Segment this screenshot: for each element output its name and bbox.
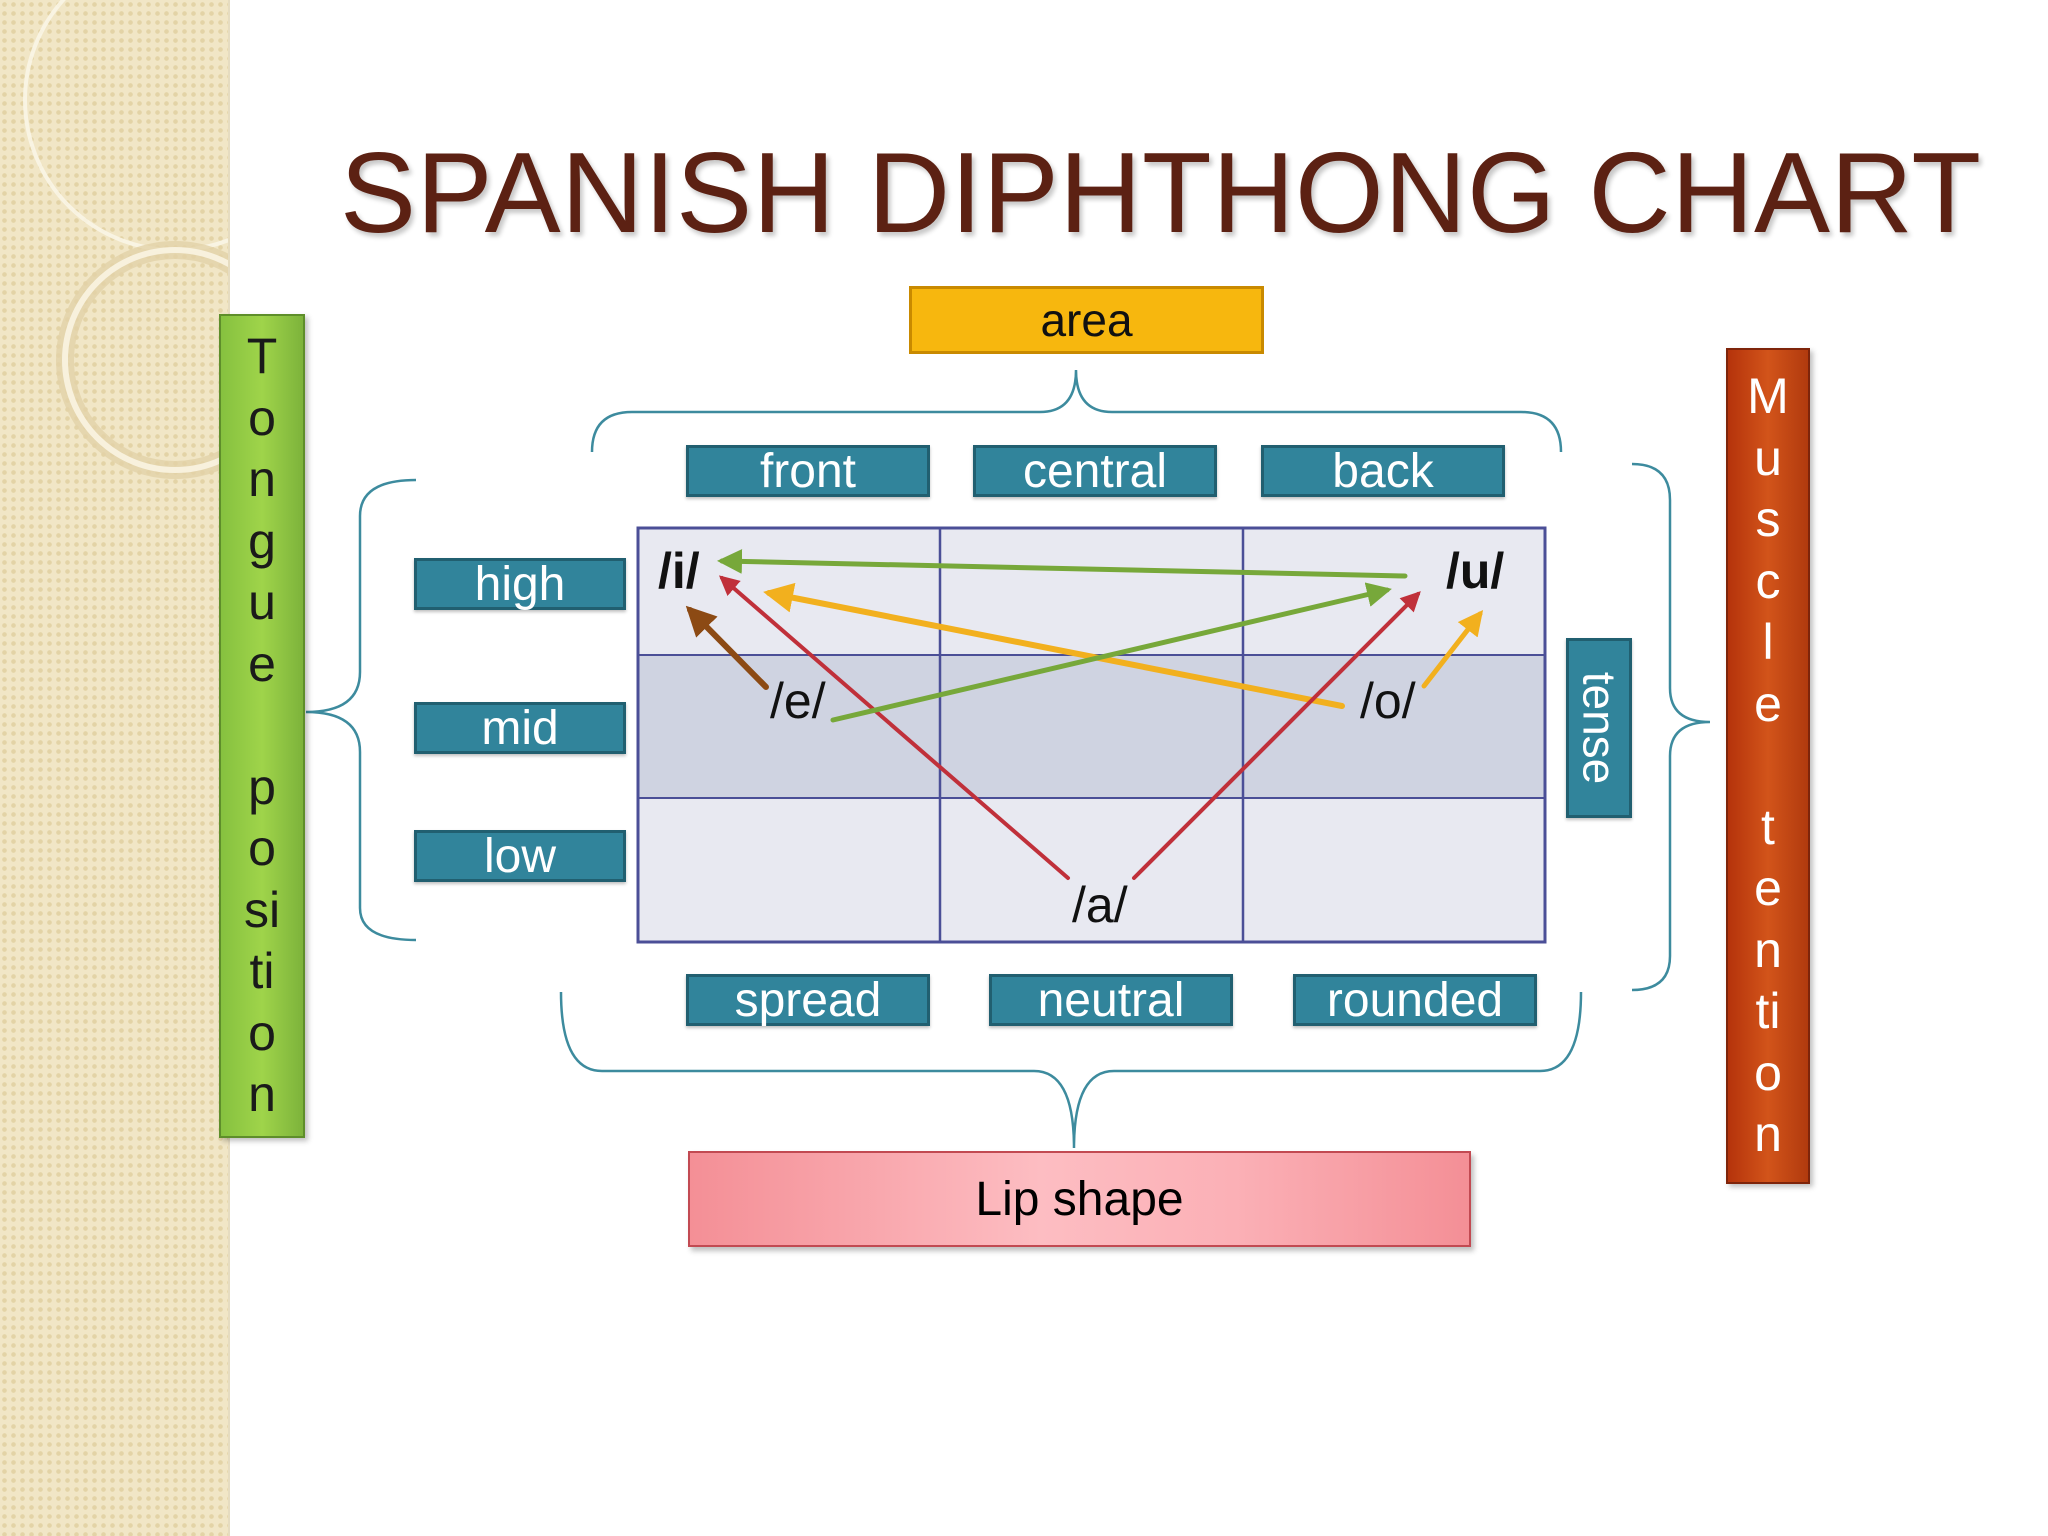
vertical-label-char: g bbox=[248, 512, 276, 569]
vertical-label-char: e bbox=[248, 635, 276, 692]
decorative-rings bbox=[23, 0, 228, 479]
diphthong-arrows bbox=[685, 548, 1484, 880]
arrow-e-to-u bbox=[830, 582, 1392, 723]
brackets bbox=[305, 369, 1711, 1149]
vertical-label-char: s bbox=[1755, 491, 1781, 548]
tense-label: tense bbox=[1566, 638, 1632, 818]
tense-text: tense bbox=[1573, 671, 1625, 785]
muscle-bracket bbox=[1631, 462, 1711, 992]
vowel-o: /o/ bbox=[1360, 673, 1416, 729]
grid-row-mid bbox=[638, 655, 1545, 798]
lip-neutral: neutral bbox=[989, 974, 1233, 1027]
arrow-o-to-u bbox=[1421, 610, 1484, 689]
tongue-bracket bbox=[305, 478, 417, 942]
arrow-o-to-i bbox=[763, 582, 1345, 709]
lip-spread: spread bbox=[686, 974, 930, 1027]
vertical-label-char: o bbox=[248, 1004, 276, 1061]
decorative-side-strip bbox=[0, 0, 230, 1536]
vertical-label-char bbox=[1747, 735, 1789, 797]
vertical-label-char: n bbox=[248, 451, 276, 508]
arrow-u-to-i bbox=[717, 548, 1408, 579]
page-title: SPANISH DIPHTHONG CHART bbox=[340, 130, 1982, 257]
row-low: low bbox=[414, 830, 626, 883]
column-front: front bbox=[686, 445, 930, 498]
vertical-label-char: p bbox=[248, 758, 276, 815]
vowel-a: /a/ bbox=[1072, 877, 1128, 933]
vowel-e: /e/ bbox=[770, 673, 826, 729]
vertical-label-char: M bbox=[1747, 368, 1789, 425]
column-back: back bbox=[1261, 445, 1505, 498]
grid-border bbox=[636, 526, 1547, 944]
row-high: high bbox=[414, 558, 626, 611]
arrow-a-to-i bbox=[718, 575, 1070, 880]
row-mid: mid bbox=[414, 702, 626, 755]
vertical-label-char: l bbox=[1762, 614, 1774, 671]
vertical-label-char: t bbox=[1761, 798, 1775, 855]
vertical-label-char: o bbox=[248, 820, 276, 877]
vertical-label-char: n bbox=[248, 1066, 276, 1123]
vertical-label-char: ti bbox=[1755, 983, 1781, 1040]
lip-bracket bbox=[559, 991, 1583, 1149]
vertical-label-char: o bbox=[1754, 1044, 1782, 1101]
vertical-label-char bbox=[244, 695, 280, 757]
vertical-label-char: e bbox=[1754, 675, 1782, 732]
vertical-label-char: c bbox=[1755, 552, 1781, 609]
vowel-u: /u/ bbox=[1446, 543, 1505, 599]
lip-rounded: rounded bbox=[1293, 974, 1537, 1027]
grid-row-low bbox=[638, 798, 1545, 942]
area-label: area bbox=[909, 286, 1264, 354]
column-central: central bbox=[973, 445, 1217, 498]
vertical-label-char: n bbox=[1754, 1106, 1782, 1163]
area-bracket bbox=[590, 369, 1563, 453]
vowel-i: /i/ bbox=[658, 543, 700, 599]
lip-shape-label: Lip shape bbox=[688, 1151, 1471, 1247]
arrow-e-to-i bbox=[685, 605, 769, 690]
vertical-label-char: u bbox=[248, 574, 276, 631]
vertical-label-char: e bbox=[1754, 860, 1782, 917]
vertical-label-char: o bbox=[248, 389, 276, 446]
vertical-label-char: u bbox=[1754, 429, 1782, 486]
arrow-a-to-u bbox=[1132, 591, 1421, 880]
vertical-label-char: T bbox=[246, 328, 278, 385]
vertical-label-char: n bbox=[1754, 921, 1782, 978]
vertical-label-char: ti bbox=[249, 943, 275, 1000]
vertical-label-char: si bbox=[243, 881, 281, 938]
